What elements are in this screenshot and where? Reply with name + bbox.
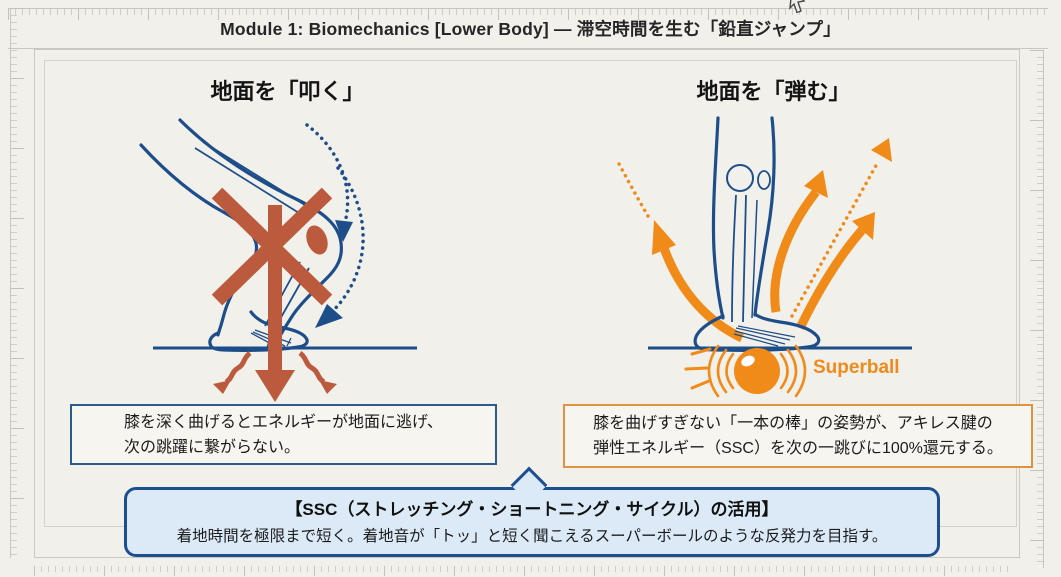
bent-knee-illustration: [139, 118, 417, 402]
down-force-arrow-icon: [255, 205, 295, 402]
bottom-ruler: [34, 566, 1010, 577]
vibration-arcs: [707, 344, 807, 398]
mouse-cursor-icon: [789, 0, 806, 14]
ssc-callout-heading: 【SSC（ストレッチング・ショートニング・サイクル）の活用】: [285, 500, 779, 519]
superball-icon: [734, 348, 780, 394]
trajectory-dotted-arrows: [616, 160, 880, 318]
rebound-arrowheads: [652, 170, 875, 255]
right-caption-box: 膝を曲げすぎない「一本の棒」の姿勢が、アキレス腱の 弾性エネルギー（SSC）を次…: [563, 404, 1033, 468]
page-title: Module 1: Biomechanics [Lower Body] ― 滞空…: [220, 19, 841, 39]
knee-collapse-dotted-arrows: [305, 123, 365, 314]
right-caption-line1: 膝を曲げすぎない「一本の棒」の姿勢が、アキレス腱の: [593, 415, 993, 432]
superball-label: Superball: [813, 357, 900, 378]
title-separator: [8, 48, 1048, 49]
rebound-arrows: [659, 189, 866, 343]
slide-boundary: [34, 49, 1020, 558]
impact-dashes: [684, 347, 712, 390]
left-ruler: [10, 8, 26, 558]
left-caption-line1: 膝を深く曲げるとエネルギーが地面に逃げ、: [124, 413, 443, 431]
right-caption-line2: 弾性エネルギー（SSC）を次の一跳びに100%還元する。: [593, 440, 1003, 457]
stiff-leg-illustration: [616, 116, 912, 398]
left-caption-box: 膝を深く曲げるとエネルギーが地面に逃げ、 次の跳躍に繋がらない。: [70, 404, 497, 465]
knee-collapse-arrowheads: [315, 220, 353, 328]
top-ruler: [8, 8, 1048, 21]
energy-loss-wavy-arrows: [224, 350, 326, 385]
ssc-callout-body: 着地時間を極限まで短く。着地音が「トッ」と短く聞こえるスーパーボールのような反発…: [176, 528, 888, 545]
right-panel-heading: 地面を「弾む」: [696, 79, 851, 104]
knee-joint: [306, 225, 328, 255]
left-panel-heading: 地面を「叩く」: [210, 79, 365, 104]
leg-outline: [693, 116, 821, 352]
skeleton-bones: [726, 164, 796, 347]
energy-loss-arrowheads: [213, 380, 337, 394]
trajectory-arrowhead: [871, 138, 892, 162]
left-caption-line2: 次の跳躍に繋がらない。: [124, 438, 301, 456]
